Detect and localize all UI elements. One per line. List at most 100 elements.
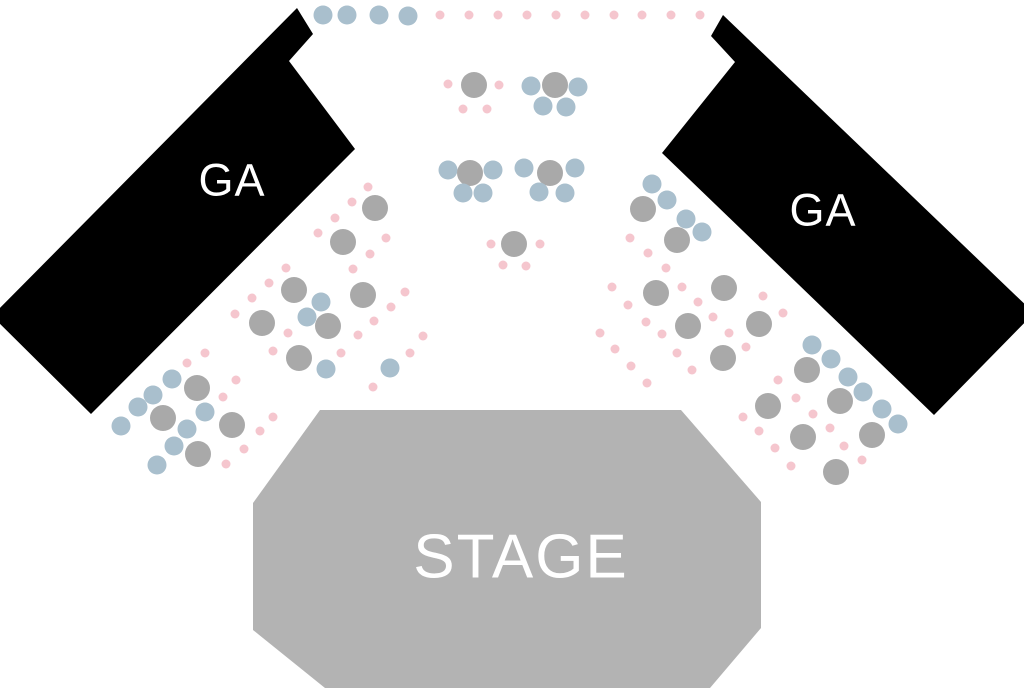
- small-pink-seat[interactable]: [695, 10, 705, 20]
- small-pink-seat[interactable]: [418, 331, 428, 341]
- small-pink-seat[interactable]: [657, 329, 667, 339]
- small-pink-seat[interactable]: [405, 348, 415, 358]
- small-pink-seat[interactable]: [494, 80, 504, 90]
- large-gray-table-seat[interactable]: [794, 357, 820, 383]
- large-gray-table-seat[interactable]: [286, 345, 312, 371]
- medium-blue-chair-seat[interactable]: [514, 158, 534, 178]
- large-gray-table-seat[interactable]: [643, 280, 669, 306]
- small-pink-seat[interactable]: [666, 10, 676, 20]
- small-pink-seat[interactable]: [708, 312, 718, 322]
- small-pink-seat[interactable]: [363, 182, 373, 192]
- small-pink-seat[interactable]: [661, 263, 671, 273]
- small-pink-seat[interactable]: [641, 317, 651, 327]
- small-pink-seat[interactable]: [687, 365, 697, 375]
- large-gray-table-seat[interactable]: [330, 229, 356, 255]
- medium-blue-chair-seat[interactable]: [164, 436, 184, 456]
- medium-blue-chair-seat[interactable]: [657, 190, 677, 210]
- large-gray-table-seat[interactable]: [711, 275, 737, 301]
- medium-blue-chair-seat[interactable]: [521, 76, 541, 96]
- medium-blue-chair-seat[interactable]: [838, 367, 858, 387]
- medium-blue-chair-seat[interactable]: [676, 209, 696, 229]
- medium-blue-chair-seat[interactable]: [111, 416, 131, 436]
- medium-blue-chair-seat[interactable]: [128, 397, 148, 417]
- small-pink-seat[interactable]: [825, 423, 835, 433]
- small-pink-seat[interactable]: [778, 308, 788, 318]
- large-gray-table-seat[interactable]: [185, 441, 211, 467]
- large-gray-table-seat[interactable]: [859, 422, 885, 448]
- large-gray-table-seat[interactable]: [823, 459, 849, 485]
- medium-blue-chair-seat[interactable]: [297, 307, 317, 327]
- small-pink-seat[interactable]: [182, 358, 192, 368]
- medium-blue-chair-seat[interactable]: [147, 455, 167, 475]
- small-pink-seat[interactable]: [786, 461, 796, 471]
- small-pink-seat[interactable]: [493, 10, 503, 20]
- small-pink-seat[interactable]: [336, 348, 346, 358]
- small-pink-seat[interactable]: [758, 291, 768, 301]
- small-pink-seat[interactable]: [607, 282, 617, 292]
- small-pink-seat[interactable]: [693, 297, 703, 307]
- medium-blue-chair-seat[interactable]: [556, 97, 576, 117]
- large-gray-table-seat[interactable]: [746, 311, 772, 337]
- medium-blue-chair-seat[interactable]: [369, 5, 389, 25]
- small-pink-seat[interactable]: [580, 10, 590, 20]
- small-pink-seat[interactable]: [773, 375, 783, 385]
- large-gray-table-seat[interactable]: [501, 231, 527, 257]
- small-pink-seat[interactable]: [247, 293, 257, 303]
- medium-blue-chair-seat[interactable]: [143, 385, 163, 405]
- medium-blue-chair-seat[interactable]: [802, 335, 822, 355]
- small-pink-seat[interactable]: [551, 10, 561, 20]
- small-pink-seat[interactable]: [458, 104, 468, 114]
- medium-blue-chair-seat[interactable]: [398, 6, 418, 26]
- large-gray-table-seat[interactable]: [630, 196, 656, 222]
- medium-blue-chair-seat[interactable]: [821, 349, 841, 369]
- medium-blue-chair-seat[interactable]: [195, 402, 215, 422]
- small-pink-seat[interactable]: [435, 10, 445, 20]
- large-gray-table-seat[interactable]: [457, 160, 483, 186]
- small-pink-seat[interactable]: [610, 344, 620, 354]
- small-pink-seat[interactable]: [642, 378, 652, 388]
- medium-blue-chair-seat[interactable]: [473, 183, 493, 203]
- small-pink-seat[interactable]: [741, 342, 751, 352]
- small-pink-seat[interactable]: [677, 282, 687, 292]
- medium-blue-chair-seat[interactable]: [853, 382, 873, 402]
- medium-blue-chair-seat[interactable]: [533, 96, 553, 116]
- small-pink-seat[interactable]: [353, 330, 363, 340]
- section-ga-left[interactable]: [0, 8, 355, 414]
- small-pink-seat[interactable]: [498, 260, 508, 270]
- medium-blue-chair-seat[interactable]: [568, 77, 588, 97]
- small-pink-seat[interactable]: [281, 263, 291, 273]
- small-pink-seat[interactable]: [724, 328, 734, 338]
- large-gray-table-seat[interactable]: [755, 393, 781, 419]
- small-pink-seat[interactable]: [808, 409, 818, 419]
- large-gray-table-seat[interactable]: [542, 72, 568, 98]
- small-pink-seat[interactable]: [486, 239, 496, 249]
- small-pink-seat[interactable]: [857, 455, 867, 465]
- small-pink-seat[interactable]: [221, 459, 231, 469]
- small-pink-seat[interactable]: [672, 348, 682, 358]
- small-pink-seat[interactable]: [369, 316, 379, 326]
- medium-blue-chair-seat[interactable]: [555, 183, 575, 203]
- medium-blue-chair-seat[interactable]: [888, 414, 908, 434]
- small-pink-seat[interactable]: [230, 309, 240, 319]
- small-pink-seat[interactable]: [313, 228, 323, 238]
- small-pink-seat[interactable]: [268, 412, 278, 422]
- small-pink-seat[interactable]: [283, 328, 293, 338]
- large-gray-table-seat[interactable]: [461, 72, 487, 98]
- large-gray-table-seat[interactable]: [315, 313, 341, 339]
- small-pink-seat[interactable]: [330, 213, 340, 223]
- large-gray-table-seat[interactable]: [537, 160, 563, 186]
- section-ga-right[interactable]: [662, 15, 1024, 415]
- medium-blue-chair-seat[interactable]: [177, 419, 197, 439]
- large-gray-table-seat[interactable]: [827, 388, 853, 414]
- large-gray-table-seat[interactable]: [790, 424, 816, 450]
- small-pink-seat[interactable]: [365, 249, 375, 259]
- small-pink-seat[interactable]: [626, 361, 636, 371]
- small-pink-seat[interactable]: [625, 233, 635, 243]
- medium-blue-chair-seat[interactable]: [565, 158, 585, 178]
- medium-blue-chair-seat[interactable]: [311, 292, 331, 312]
- small-pink-seat[interactable]: [791, 393, 801, 403]
- small-pink-seat[interactable]: [623, 300, 633, 310]
- small-pink-seat[interactable]: [231, 375, 241, 385]
- small-pink-seat[interactable]: [386, 302, 396, 312]
- large-gray-table-seat[interactable]: [150, 405, 176, 431]
